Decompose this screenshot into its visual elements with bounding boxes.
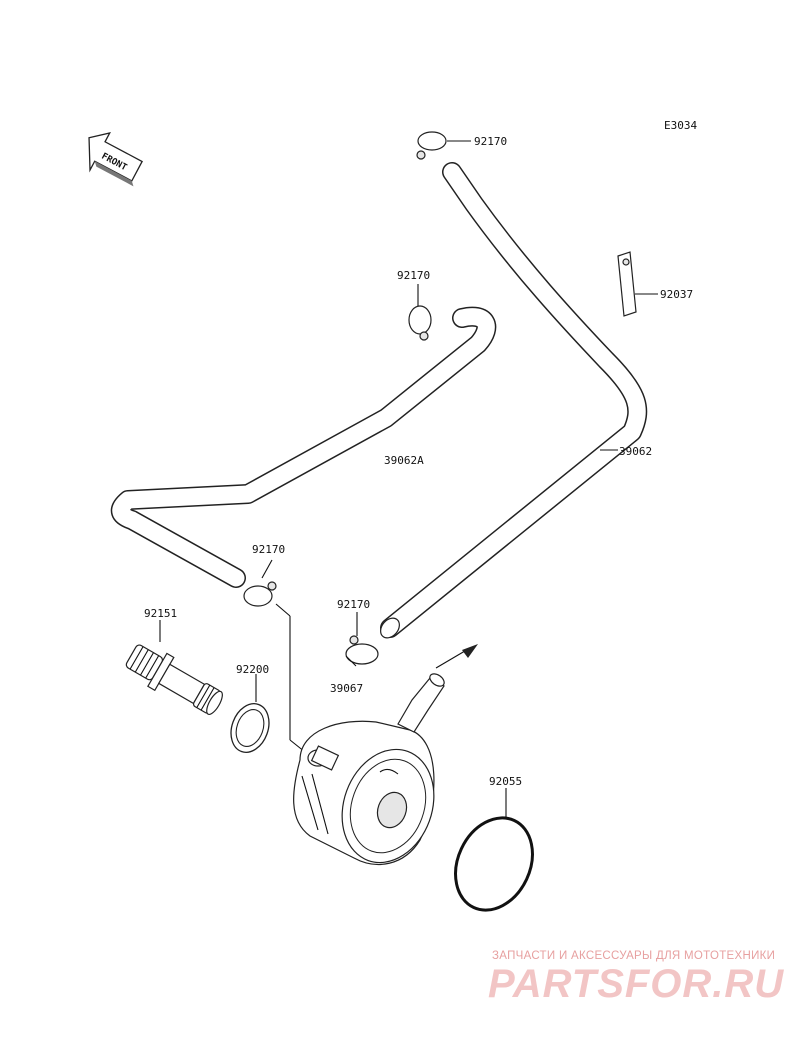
label-band: 92037 bbox=[660, 288, 693, 301]
clamp-right bbox=[345, 612, 379, 665]
gasket-92200 bbox=[230, 674, 270, 753]
bolt-92151 bbox=[125, 620, 223, 715]
label-hose-long: 39062 bbox=[619, 445, 652, 458]
clamp-top bbox=[416, 131, 471, 160]
watermark-tagline: ЗАПЧАСТИ И АКСЕССУАРЫ ДЛЯ МОТОТЕХНИКИ bbox=[492, 950, 776, 962]
front-arrow-icon: FRONT bbox=[88, 131, 144, 187]
diagram-code: E3034 bbox=[664, 119, 697, 132]
label-hose-short: 39062A bbox=[384, 454, 424, 467]
label-clamp-mid: 92170 bbox=[397, 269, 430, 282]
hose-39062 bbox=[380, 162, 648, 639]
watermark-logo: PARTSFOR.RU bbox=[488, 962, 785, 1006]
clamp-mid bbox=[408, 284, 432, 341]
label-gasket: 92200 bbox=[236, 663, 269, 676]
oil-cooler-39067 bbox=[275, 603, 478, 865]
label-clamp-left: 92170 bbox=[252, 543, 285, 556]
oring-92055 bbox=[454, 788, 534, 912]
label-clamp-top: 92170 bbox=[474, 135, 507, 148]
clamp-left bbox=[243, 559, 277, 607]
label-clamp-right: 92170 bbox=[337, 598, 370, 611]
hose-39062a bbox=[110, 306, 497, 588]
label-bolt: 92151 bbox=[144, 607, 177, 620]
label-cooler: 39067 bbox=[330, 682, 363, 695]
band-92037 bbox=[617, 251, 658, 317]
label-oring: 92055 bbox=[489, 775, 522, 788]
